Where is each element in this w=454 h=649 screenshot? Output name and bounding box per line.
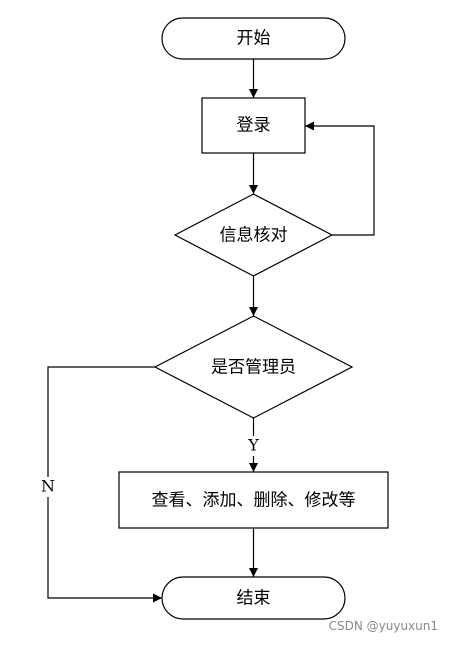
start-node: 开始 [161, 17, 346, 60]
actions-node: 查看、添加、删除、修改等 [118, 471, 389, 529]
yes-edge-label: Y [247, 436, 259, 455]
verify-node: 信息核对 [173, 193, 334, 277]
actions-node-label: 查看、添加、删除、修改等 [152, 491, 356, 511]
edge-verify-loop-to-login [305, 121, 375, 236]
watermark: CSDN @yuyuxun1 [328, 619, 438, 633]
is-admin-node-label: 是否管理员 [211, 358, 296, 378]
login-node: 登录 [201, 97, 306, 154]
end-node: 结束 [161, 576, 346, 620]
verify-node-label: 信息核对 [220, 226, 288, 246]
login-node-label: 登录 [237, 116, 271, 136]
yes-label-background [244, 436, 263, 456]
no-edge-label: N [41, 477, 55, 496]
start-node-label: 开始 [237, 29, 271, 49]
is-admin-node: 是否管理员 [153, 315, 354, 419]
no-label-background [38, 477, 58, 497]
end-node-label: 结束 [237, 589, 271, 609]
